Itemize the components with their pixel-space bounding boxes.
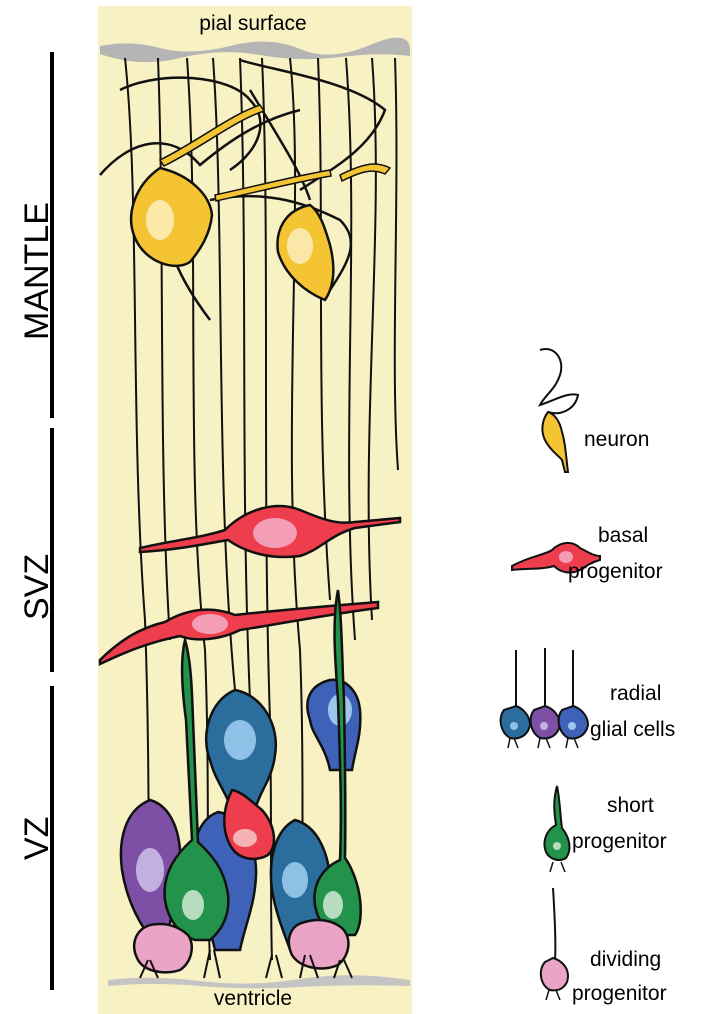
legend-dividing-progenitor-label-line2: progenitor: [572, 982, 667, 1005]
dividing-progenitor-1: [134, 924, 192, 972]
legend-short-progenitor-label-line1: short: [607, 794, 654, 817]
legend-neuron-label: neuron: [584, 428, 649, 451]
legend-dividing-progenitor-label-line1: dividing: [590, 948, 661, 971]
legend-radial-glial-cells-icon: [501, 648, 588, 748]
legend-dividing-progenitor-icon: [541, 888, 568, 1000]
svz-zone-label: SVZ: [18, 554, 56, 620]
svz-zone-bar: [50, 428, 54, 672]
ventricle-label: ventricle: [214, 987, 292, 1010]
legend-radial-glial-cells-label-line1: radial: [610, 682, 661, 705]
mantle-zone-label: MANTLE: [18, 202, 56, 340]
legend-short-progenitor-label-line2: progenitor: [572, 830, 667, 853]
legend-basal-progenitor-label-line1: basal: [598, 524, 648, 547]
pial-surface-label: pial surface: [199, 12, 306, 35]
vz-zone-label: VZ: [18, 817, 56, 860]
legend-short-progenitor-icon: [544, 786, 569, 872]
legend-neuron-icon: [540, 349, 578, 472]
legend-radial-glial-cells-label-line2: glial cells: [590, 718, 675, 741]
legend-basal-progenitor-label-line2: progenitor: [568, 560, 663, 583]
